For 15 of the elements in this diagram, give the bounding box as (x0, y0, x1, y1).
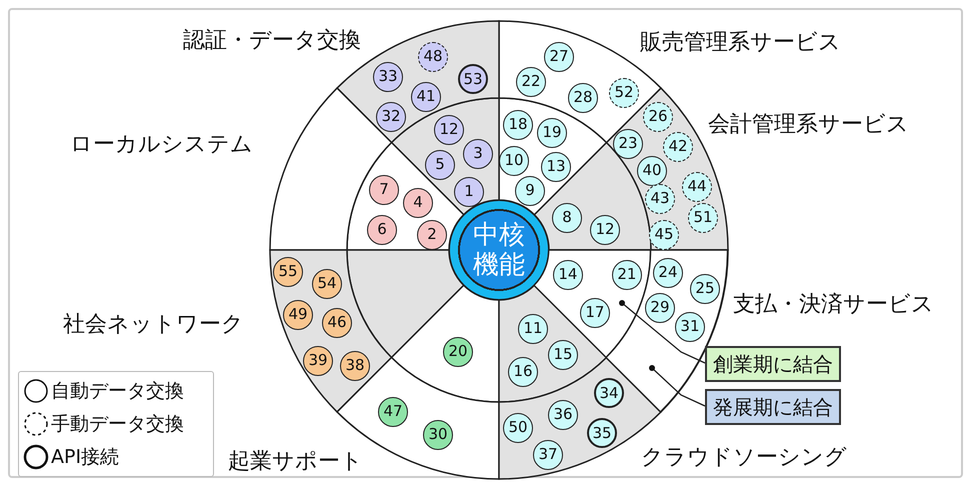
sector-title: 支払・決済サービス (733, 291, 934, 319)
sector-title: 社会ネットワーク (63, 311, 244, 339)
leader-line (649, 365, 706, 407)
legend-text: 自動データ交換 (51, 379, 184, 403)
sector-title: 起業サポート (228, 448, 363, 476)
start-stage-label: 創業期に結合 (705, 346, 841, 382)
sector-title: クラウドソーシング (641, 444, 847, 472)
sector-title: 会計管理系サービス (708, 111, 909, 139)
growth-stage-label: 発展期に結合 (705, 389, 841, 425)
leader-line (619, 300, 706, 364)
sector-title: ローカルシステム (70, 131, 253, 159)
legend-text: 手動データ交換 (51, 412, 184, 436)
legend-text: API接続 (51, 445, 120, 469)
sector-title: 販売管理系サービス (640, 29, 841, 57)
sector-title: 認証・データ交換 (183, 27, 361, 55)
